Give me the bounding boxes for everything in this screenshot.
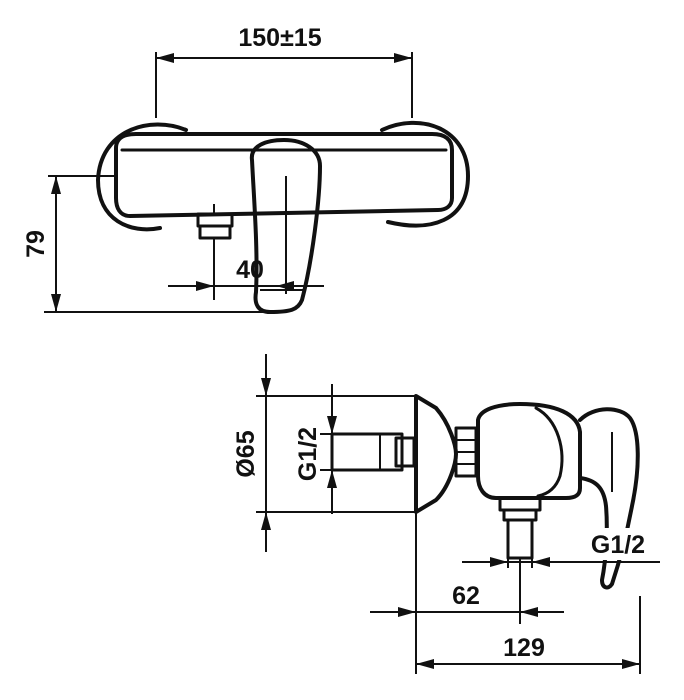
arrow-thread-bottom — [327, 470, 337, 488]
arrow-thread-bottom-left — [490, 557, 508, 567]
arrow-dia-top — [261, 378, 271, 396]
label-total-depth: 129 — [503, 634, 545, 662]
label-diameter: Ø65 — [232, 430, 260, 477]
label-thread-bottom: G1/2 — [591, 531, 645, 559]
side-view: Ø65 G1/2 G1/2 62 129 — [232, 354, 662, 674]
arrow-height-bottom — [51, 294, 61, 312]
lever-side — [578, 407, 640, 590]
arrow-depth62-right — [520, 607, 538, 617]
label-outlet-depth: 62 — [452, 582, 480, 610]
arrow-thread-bottom-right — [532, 557, 550, 567]
arrow-depth129-left — [416, 659, 434, 669]
outlet-ring — [198, 224, 232, 240]
wall-flange — [414, 394, 458, 514]
label-height: 79 — [22, 230, 50, 258]
arrow-spacing-right — [394, 53, 412, 63]
mixer-body-side — [476, 402, 582, 500]
arrow-offset-right — [276, 281, 294, 291]
arrow-offset-left — [196, 281, 214, 291]
arrow-dia-bottom — [261, 512, 271, 530]
top-view: 150±15 79 40 — [22, 24, 470, 314]
arrow-height-top — [51, 176, 61, 194]
left-rosette — [96, 122, 188, 232]
lever-handle — [249, 138, 322, 314]
arrow-spacing-left — [156, 53, 174, 63]
body-side-contour — [534, 406, 564, 498]
right-rosette — [380, 120, 470, 228]
arrow-depth62-left — [398, 607, 416, 617]
arrow-thread-top — [327, 416, 337, 434]
mixer-body — [114, 132, 454, 218]
inlet-coupling — [394, 436, 416, 468]
label-offset: 40 — [236, 256, 264, 284]
label-thread-left: G1/2 — [294, 427, 322, 481]
outlet-pipe — [506, 518, 534, 560]
arrow-depth129-right — [622, 659, 640, 669]
inlet-connector — [330, 432, 404, 472]
label-thread-bottom-bg — [576, 528, 662, 560]
label-spacing: 150±15 — [238, 24, 321, 52]
